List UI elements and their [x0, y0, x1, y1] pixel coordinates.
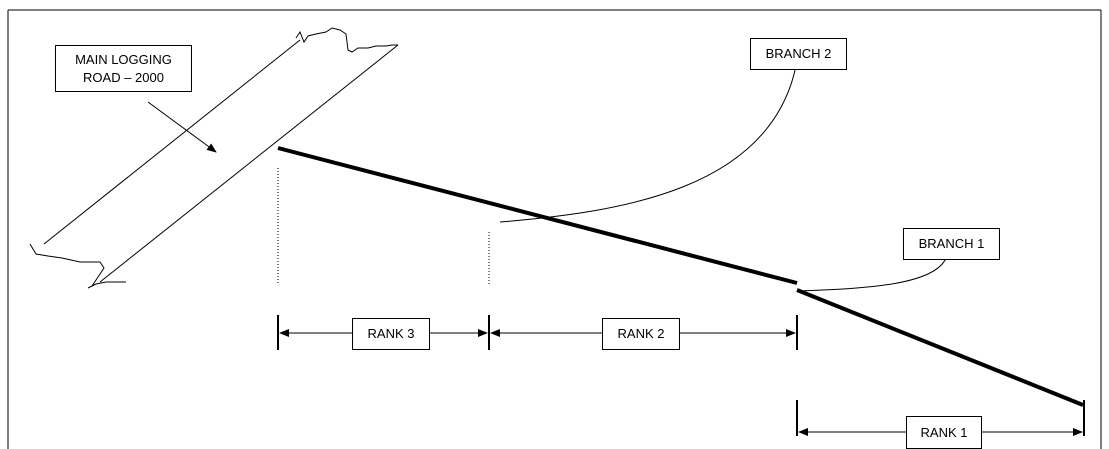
branch-1-label: BRANCH 1 — [903, 228, 1000, 260]
main-road-callout-arrow — [147, 101, 217, 153]
rank-3-label: RANK 3 — [352, 318, 430, 350]
branch-2-label: BRANCH 2 — [750, 38, 847, 70]
main-road-label-line1: MAIN LOGGING — [75, 51, 172, 67]
road-upper-edge — [43, 39, 301, 245]
skid-road-line — [277, 146, 798, 285]
main-logging-road — [29, 27, 399, 289]
main-logging-road-label: MAIN LOGGING ROAD – 2000 — [55, 45, 192, 92]
skid-road-line-lower — [796, 288, 1084, 407]
rank-2-label: RANK 2 — [602, 318, 680, 350]
road-bottom-torn-edge — [29, 243, 126, 289]
rank-1-label: RANK 1 — [906, 416, 982, 449]
road-top-torn-edge — [295, 27, 398, 53]
main-road-label-line2: ROAD – 2000 — [83, 69, 164, 85]
branch-1-road — [796, 257, 947, 292]
branch-2-road — [499, 65, 797, 223]
road-lower-edge — [99, 44, 399, 283]
